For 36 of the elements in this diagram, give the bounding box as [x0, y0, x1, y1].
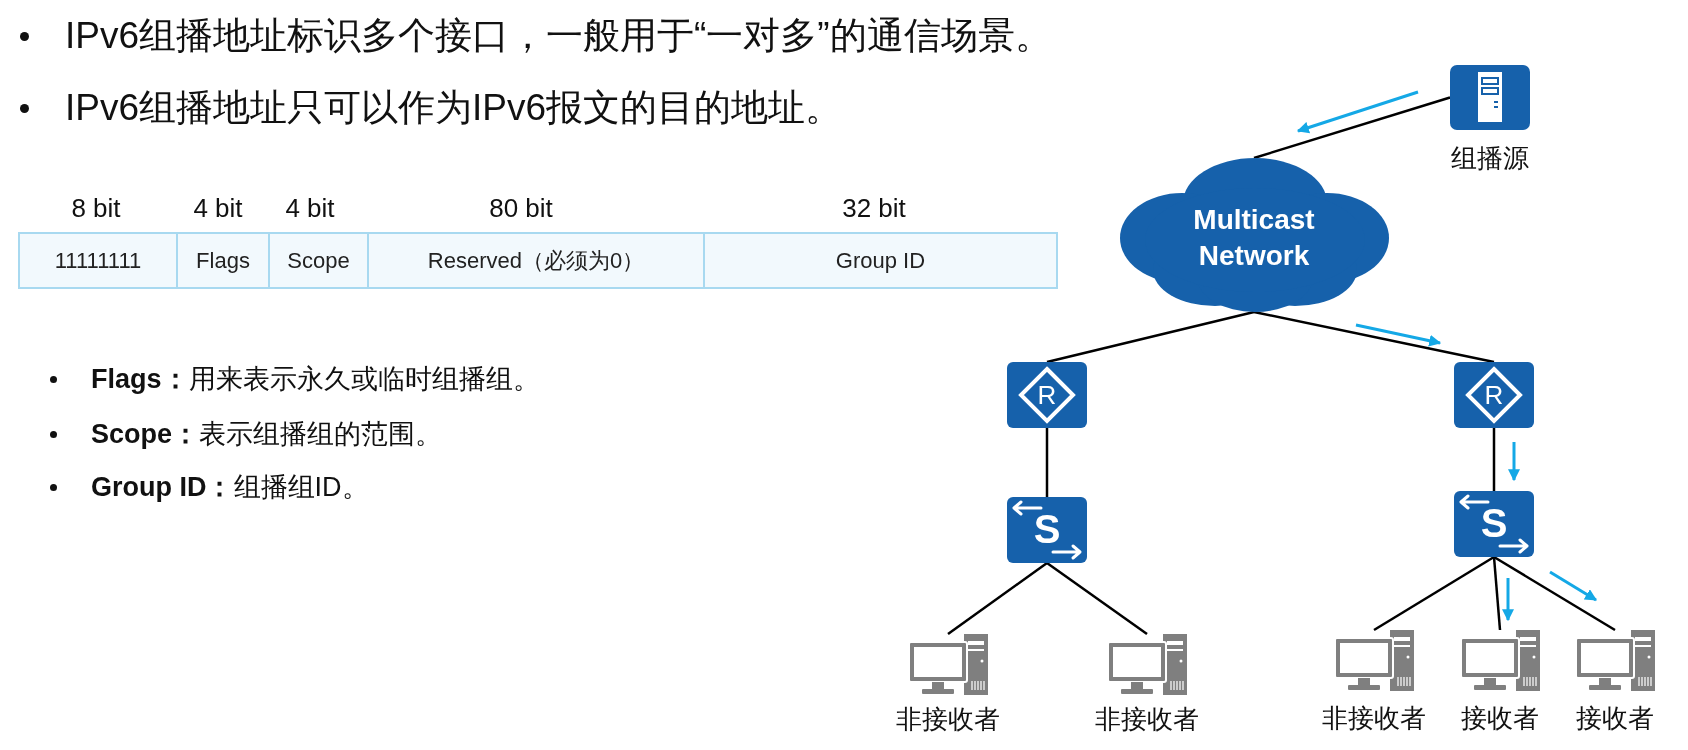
device-label: 非接收者: [1322, 702, 1426, 734]
link-line: [1492, 428, 1496, 491]
device-label: 非接收者: [1095, 703, 1199, 735]
switch-label: S: [1033, 508, 1061, 550]
cloud-label: Multicast Network: [1192, 203, 1316, 273]
bullet-text: IPv6组播地址只可以作为IPv6报文的目的地址。: [65, 86, 843, 130]
bit-width-label: 80 bit: [489, 192, 553, 225]
router-label: R: [1037, 381, 1057, 409]
link-line: [1046, 562, 1148, 635]
router-label: R: [1484, 381, 1504, 409]
switch-label: S: [1480, 502, 1508, 544]
link-line: [947, 562, 1048, 635]
bit-width-label: 32 bit: [842, 192, 906, 225]
bullet-text: IPv6组播地址标识多个接口，一般用于“一对多”的通信场景。: [65, 14, 1052, 58]
link-line: [1253, 310, 1495, 364]
link-line: [1373, 555, 1495, 632]
link-line: [1046, 310, 1255, 364]
definition-text: Group ID：组播组ID。: [91, 470, 369, 504]
device-label: 接收者: [1461, 702, 1539, 734]
bit-width-label: 4 bit: [193, 192, 243, 225]
table-cell: Flags: [176, 232, 270, 289]
link-line: [1045, 428, 1049, 497]
definition-text: Flags：用来表示永久或临时组播组。: [91, 362, 540, 396]
table-cell: 11111111: [18, 232, 178, 289]
device-label: 组播源: [1451, 142, 1529, 174]
bit-width-label: 4 bit: [285, 192, 335, 225]
table-cell: Group ID: [703, 232, 1058, 289]
table-cell: Scope: [268, 232, 369, 289]
link-line: [1492, 556, 1502, 631]
definition-text: Scope：表示组播组的范围。: [91, 417, 443, 451]
link-line: [1493, 555, 1616, 632]
link-line: [1253, 96, 1451, 160]
device-label: 接收者: [1576, 702, 1654, 734]
device-label: 非接收者: [896, 703, 1000, 735]
bit-width-label: 8 bit: [71, 192, 121, 225]
table-cell: Reserved（必须为0）: [367, 232, 705, 289]
